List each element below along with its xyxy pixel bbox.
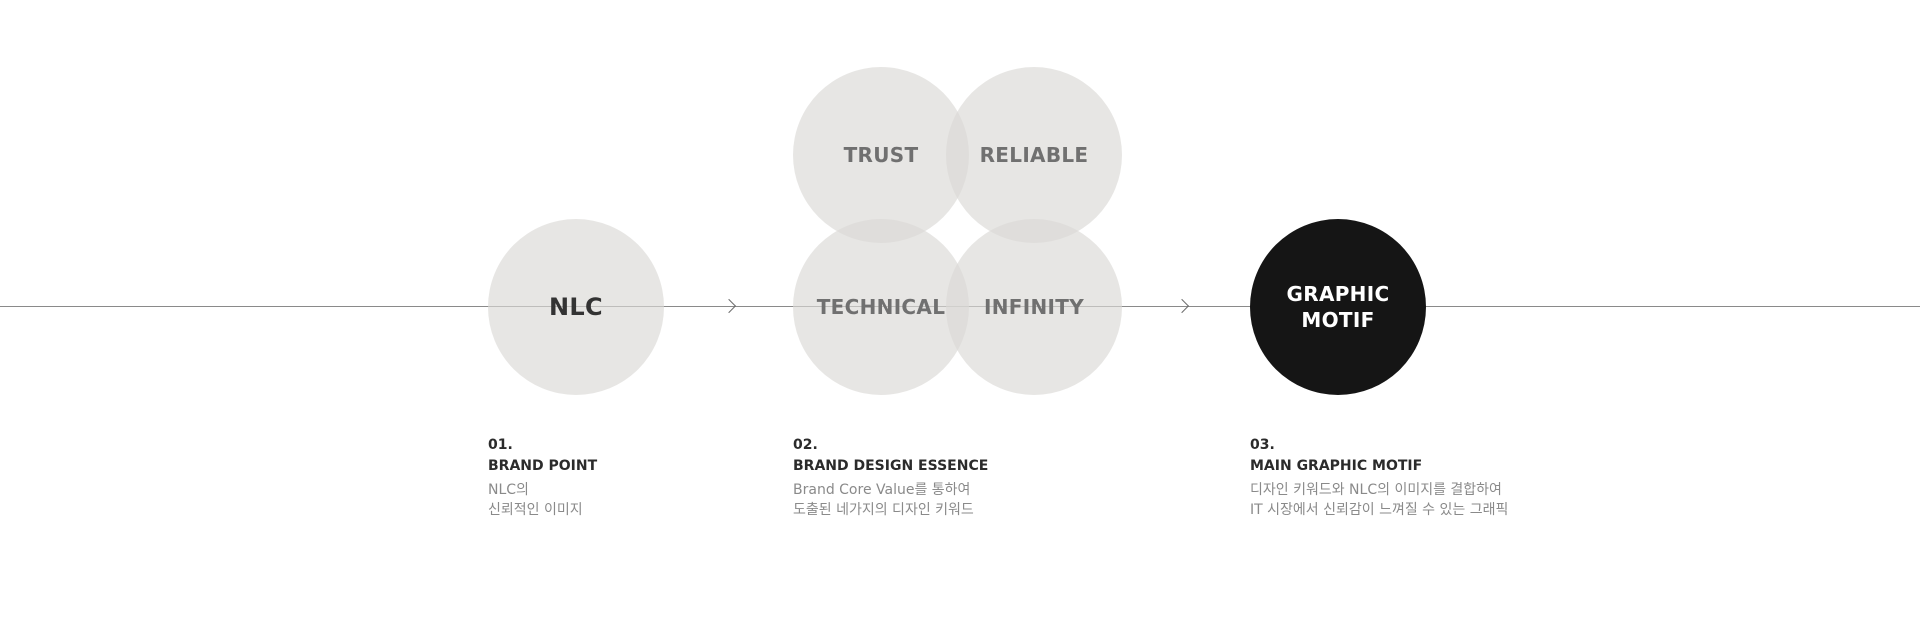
- reliable-label: RELIABLE: [979, 143, 1089, 167]
- reliable-circle: RELIABLE: [946, 67, 1122, 243]
- step-body: 디자인 키워드와 NLC의 이미지를 결합하여 IT 시장에서 신뢰감이 느껴질…: [1250, 482, 1509, 518]
- nlc-circle: NLC: [488, 219, 664, 395]
- step-title: BRAND POINT: [488, 458, 598, 474]
- step-title: MAIN GRAPHIC MOTIF: [1250, 458, 1423, 474]
- step-body: NLC의 신뢰적인 이미지: [488, 482, 583, 518]
- step-number: 01.: [488, 437, 513, 453]
- infinity-label: INFINITY: [984, 295, 1084, 319]
- step-number: 03.: [1250, 437, 1275, 453]
- step-body: Brand Core Value를 통하여 도출된 네가지의 디자인 키워드: [793, 482, 974, 518]
- step-description-3: 03. MAIN GRAPHIC MOTIF 디자인 키워드와 NLC의 이미지…: [1250, 435, 1508, 520]
- infinity-circle: INFINITY: [946, 219, 1122, 395]
- step-description-1: 01. BRAND POINT NLC의 신뢰적인 이미지: [488, 435, 597, 520]
- technical-label: TECHNICAL: [816, 295, 946, 319]
- technical-circle: TECHNICAL: [793, 219, 969, 395]
- trust-label: TRUST: [843, 143, 919, 167]
- step-title: BRAND DESIGN ESSENCE: [793, 458, 989, 474]
- step-description-2: 02. BRAND DESIGN ESSENCE Brand Core Valu…: [793, 435, 988, 520]
- arrow-right-icon: [1174, 298, 1190, 314]
- trust-circle: TRUST: [793, 67, 969, 243]
- nlc-label: NLC: [549, 293, 603, 321]
- arrow-right-icon: [721, 298, 737, 314]
- graphic-motif-label: GRAPHIC MOTIF: [1286, 282, 1390, 332]
- step-number: 02.: [793, 437, 818, 453]
- graphic-motif-circle: GRAPHIC MOTIF: [1250, 219, 1426, 395]
